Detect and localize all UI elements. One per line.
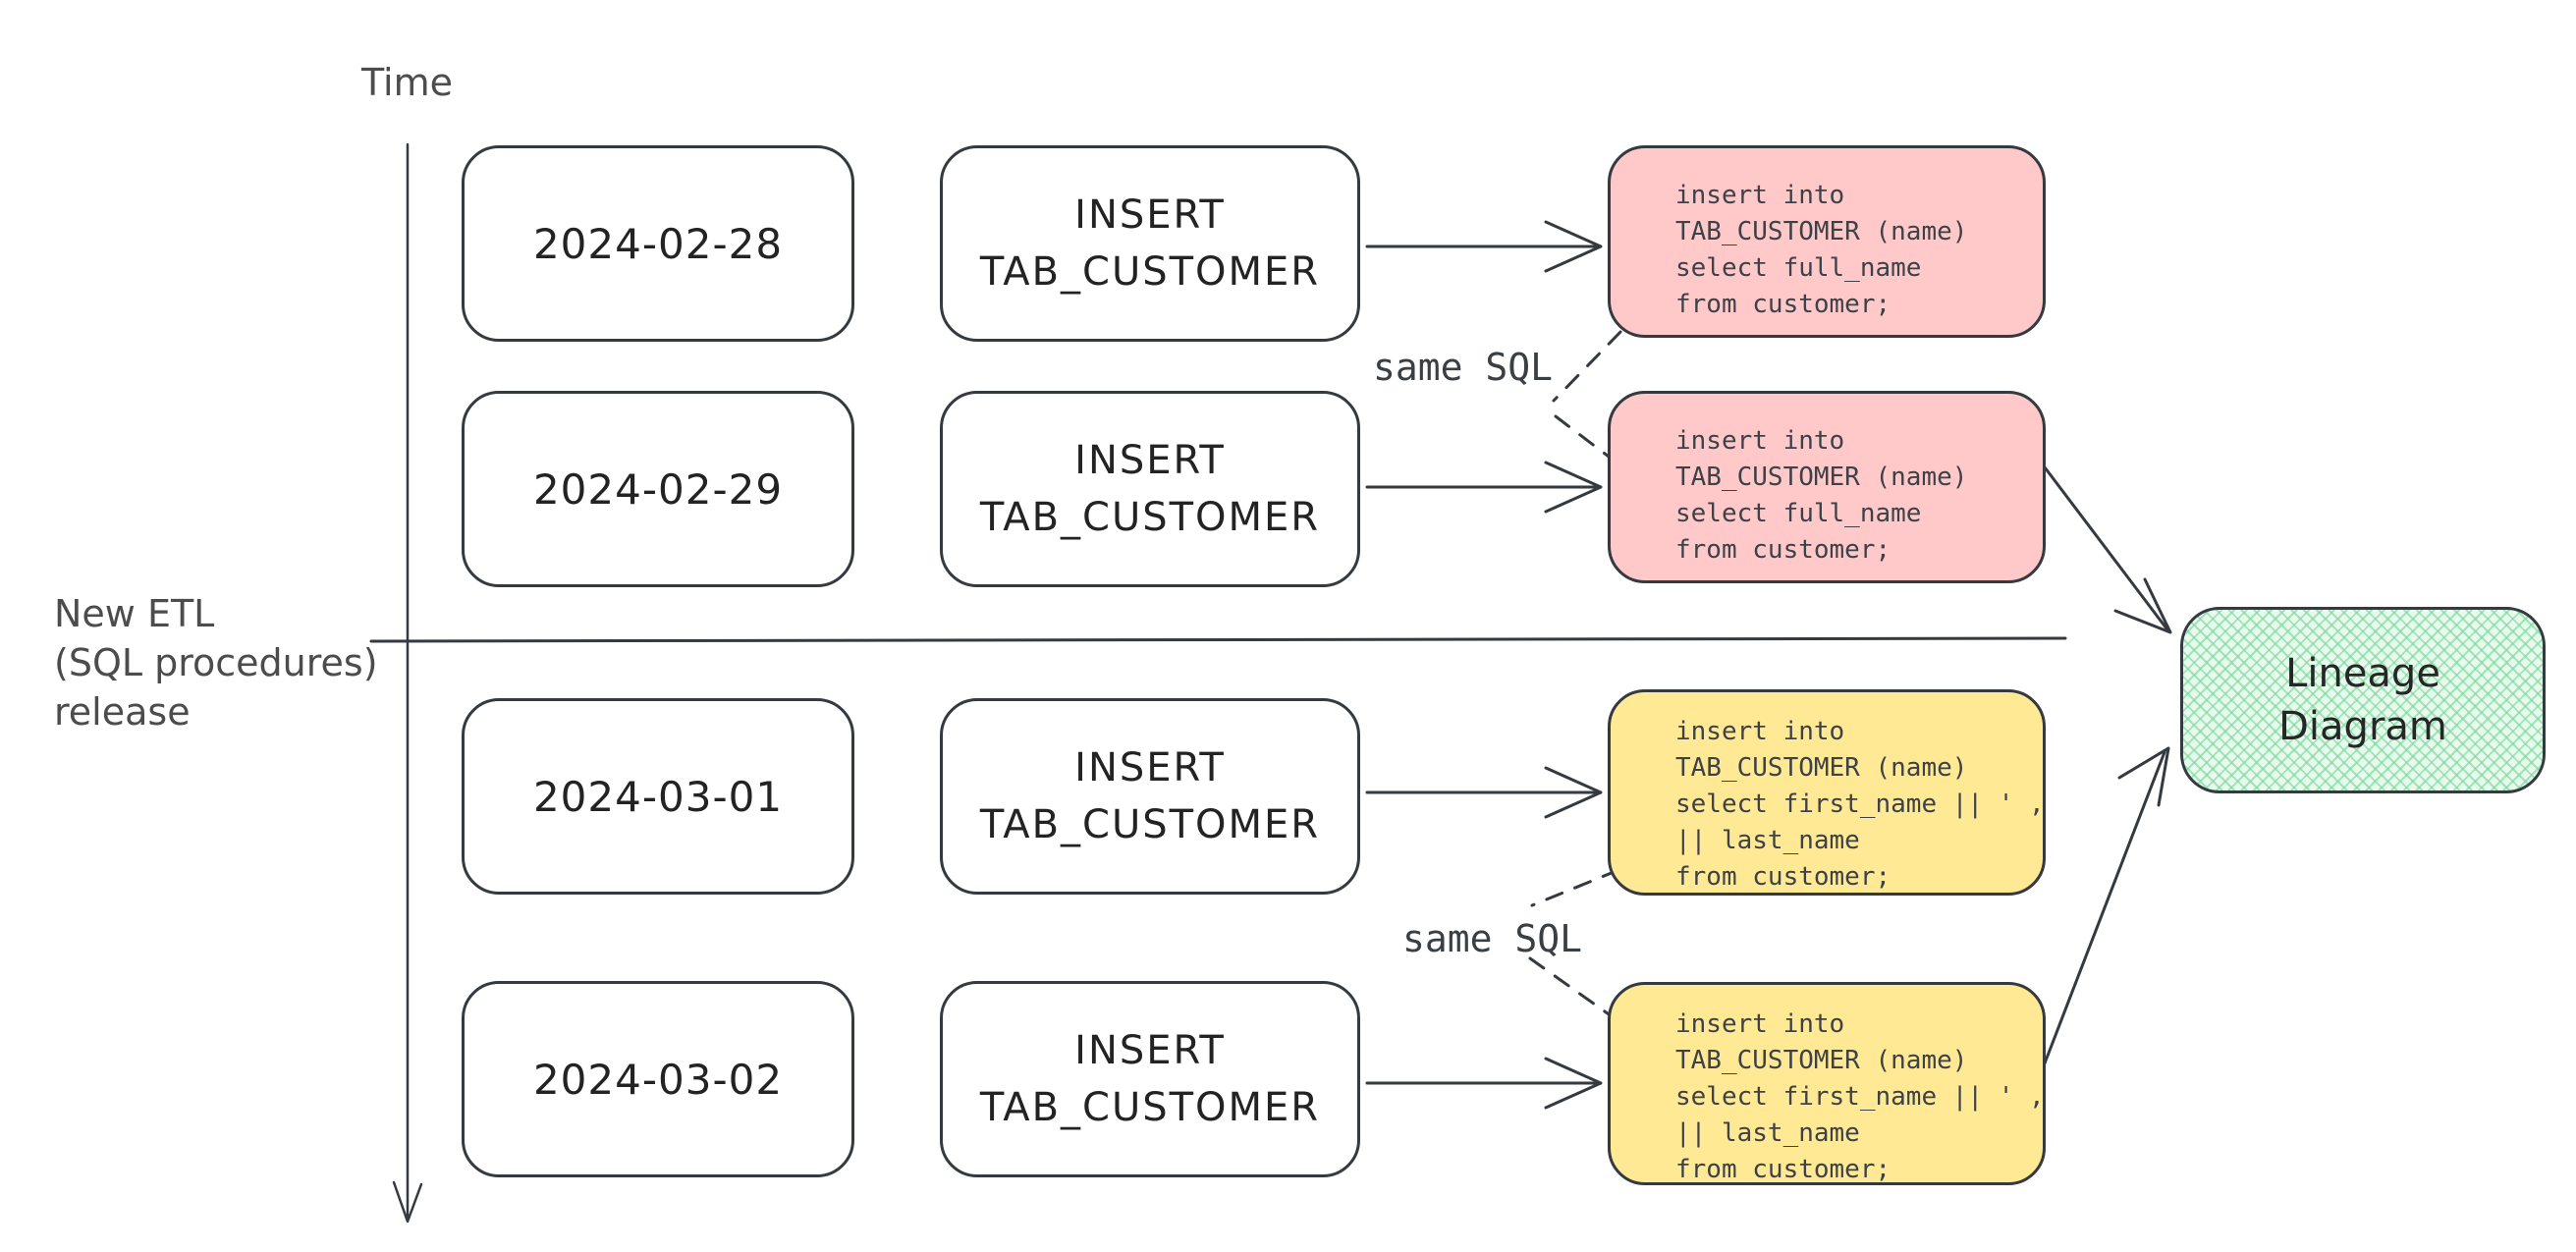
same-sql-top-connector [1552, 330, 1622, 462]
release-note-label: New ETL(SQL procedures)release [54, 592, 378, 734]
release-divider-line [369, 636, 2067, 643]
same-sql-bottom-segment-upper [1530, 868, 1620, 907]
arrow-pink-to-lineage-shaft [2034, 454, 2168, 630]
arrow-row2 [1365, 461, 1603, 514]
date-box-2024-02-29: 2024-02-29 [462, 391, 854, 587]
date-box-2024-03-02: 2024-03-02 [462, 981, 854, 1177]
same-sql-bottom-connector [1528, 868, 1620, 1023]
arrow-row1-head-icon [1544, 220, 1603, 273]
date-box-2024-02-28: 2024-02-28 [462, 145, 854, 342]
arrow-row2-head-icon [1544, 461, 1603, 514]
date-text: 2024-02-28 [532, 219, 784, 268]
arrow-row3 [1365, 766, 1603, 819]
same-sql-top-segment-lower [1554, 414, 1615, 462]
time-axis-label: Time [361, 61, 453, 104]
time-axis-arrowhead-icon [392, 1180, 423, 1224]
arrow-row4-head-icon [1544, 1057, 1603, 1110]
date-text: 2024-02-29 [532, 464, 784, 514]
arrow-pink-to-lineage-head-icon [2113, 577, 2172, 634]
arrow-row1 [1365, 220, 1603, 273]
arrow-row4 [1365, 1057, 1603, 1110]
date-box-2024-03-01: 2024-03-01 [462, 698, 854, 895]
arrow-yellow-to-lineage-shaft [2041, 750, 2166, 1070]
same-sql-bottom-segment-lower [1528, 956, 1620, 1023]
date-text: 2024-03-01 [532, 772, 784, 821]
arrow-row3-head-icon [1544, 766, 1603, 819]
arrow-yellow-to-lineage-head-icon [2117, 746, 2170, 807]
same-sql-label-top: same SQL [1373, 346, 1554, 389]
same-sql-label-bottom: same SQL [1402, 917, 1583, 960]
date-text: 2024-03-02 [532, 1055, 784, 1104]
same-sql-top-segment-upper [1552, 330, 1622, 403]
arrow-yellow-to-lineage [2041, 746, 2170, 1070]
arrow-pink-to-lineage [2034, 454, 2172, 634]
